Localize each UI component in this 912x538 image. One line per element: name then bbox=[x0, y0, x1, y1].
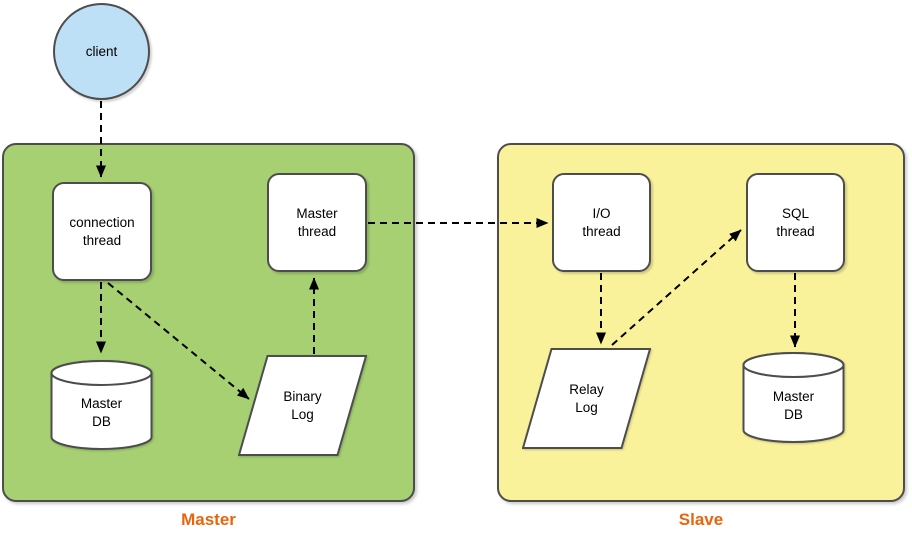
master-thread-node: Master thread bbox=[267, 173, 367, 272]
binary-log-node: Binary Log bbox=[238, 355, 367, 456]
sql-thread-node: SQL thread bbox=[746, 173, 845, 272]
client-node: client bbox=[53, 3, 150, 100]
master-db-master-label: Master DB bbox=[80, 396, 123, 429]
io-thread-label: I/O thread bbox=[582, 205, 621, 239]
connection-thread-node: connection thread bbox=[52, 182, 152, 281]
sql-thread-label: SQL thread bbox=[776, 205, 815, 239]
parallelogram-icon bbox=[238, 355, 367, 456]
database-cylinder-icon bbox=[742, 352, 845, 443]
master-db-master-node: Master DB bbox=[50, 359, 153, 451]
relay-log-label: Relay Log bbox=[569, 381, 604, 415]
master-db-slave-node: Master DB bbox=[742, 351, 845, 444]
relay-log-node: Relay Log bbox=[522, 348, 651, 449]
client-label: client bbox=[85, 43, 118, 59]
binary-log-label: Binary Log bbox=[283, 388, 322, 422]
parallelogram-icon bbox=[522, 348, 651, 449]
slave-section-label: Slave bbox=[678, 510, 724, 529]
connection-thread-label: connection thread bbox=[69, 214, 135, 248]
io-thread-node: I/O thread bbox=[552, 173, 651, 272]
master-section-label: Master bbox=[181, 510, 236, 529]
master-thread-label: Master thread bbox=[296, 205, 338, 239]
master-db-slave-label: Master DB bbox=[772, 388, 815, 422]
